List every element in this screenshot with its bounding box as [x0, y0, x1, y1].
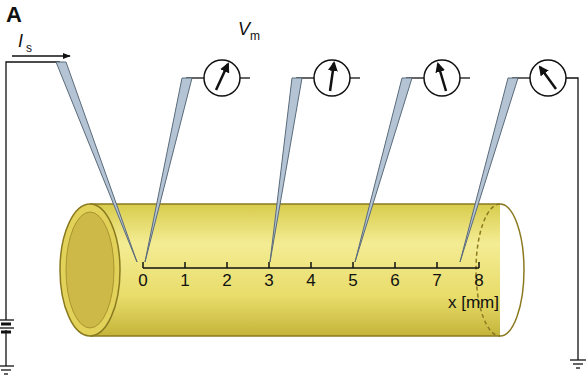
- stimulus-circuit: [6, 56, 70, 362]
- voltmeter-symbols: [204, 60, 566, 96]
- recording-wires: [186, 78, 578, 360]
- scale-number: 7: [432, 272, 441, 289]
- current-symbol: I: [18, 32, 23, 50]
- battery-symbol: [0, 320, 14, 332]
- axon-cylinder: [60, 204, 524, 336]
- scale-number: 0: [138, 272, 147, 289]
- recording-electrodes: [145, 78, 518, 262]
- panel-letter: A: [6, 4, 22, 26]
- voltage-subscript: m: [250, 30, 260, 42]
- ground-symbol: [0, 362, 14, 374]
- scale-number: 5: [348, 272, 357, 289]
- current-subscript: s: [26, 42, 32, 54]
- scale-number: 4: [306, 272, 315, 289]
- scale-number: 1: [180, 272, 189, 289]
- stimulus-electrode: [56, 62, 137, 262]
- scale-number: 2: [222, 272, 231, 289]
- ground-symbol-right: [570, 360, 586, 368]
- scale-number: 8: [474, 272, 483, 289]
- voltage-symbol: V: [238, 20, 250, 38]
- axis-label: x [mm]: [448, 294, 499, 311]
- scale-number: 6: [390, 272, 399, 289]
- distance-scale: [143, 262, 479, 268]
- scale-number: 3: [264, 272, 273, 289]
